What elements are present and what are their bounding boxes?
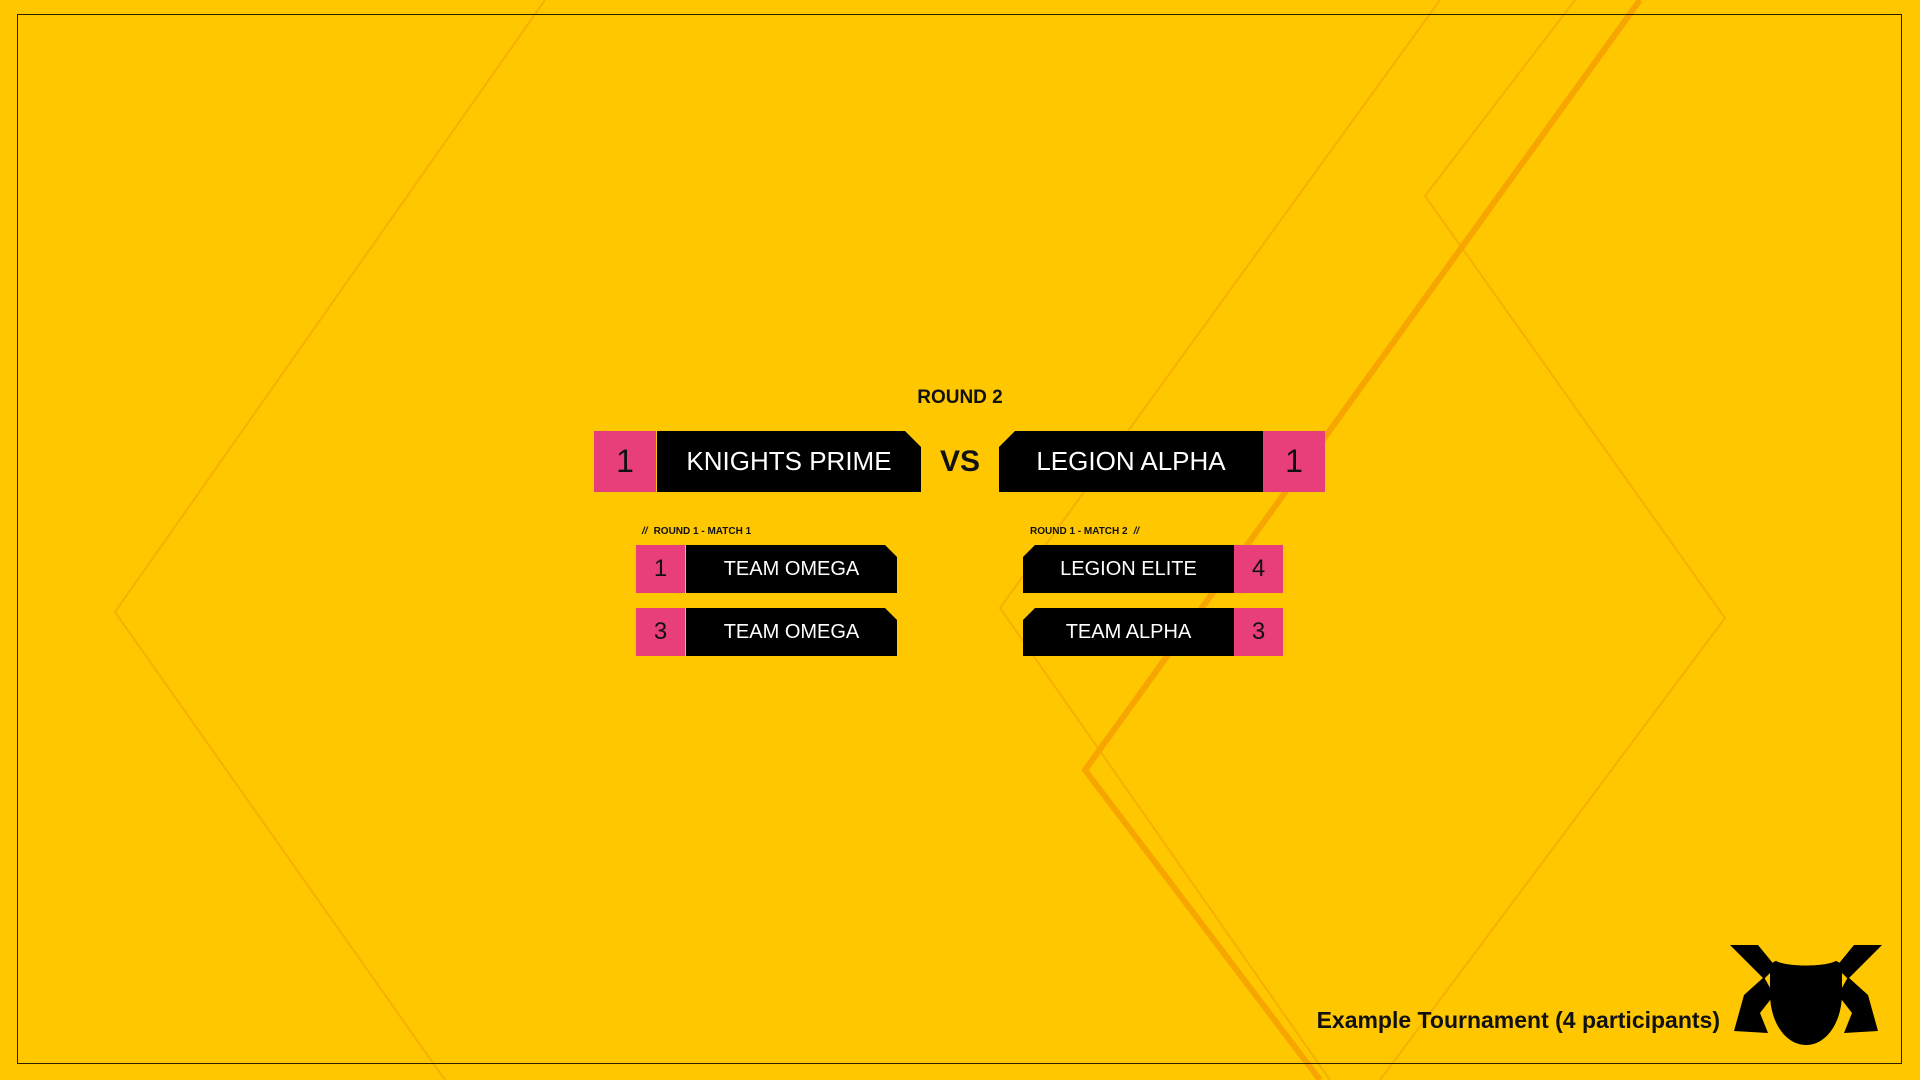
round-title: ROUND 2 (917, 387, 1003, 408)
frame-border (17, 14, 1902, 1064)
match-1-label-text: ROUND 1 - MATCH 1 (653, 526, 752, 537)
slash-divider: // (642, 526, 648, 537)
match-2-row-2-score: 3 (1234, 608, 1283, 656)
match-1-row-1-team[interactable]: TEAM OMEGA (686, 545, 897, 593)
horned-helmet-logo-icon (1730, 945, 1882, 1045)
match-1-row-2-score: 3 (636, 608, 685, 656)
match-2-row-2-team[interactable]: TEAM ALPHA (1023, 608, 1234, 656)
match-2-label: ROUND 1 - MATCH 2 // (1030, 526, 1145, 537)
slash-divider: // (1133, 526, 1140, 537)
match-2-row-1-score: 4 (1234, 545, 1283, 593)
match-1-row-2-team[interactable]: TEAM OMEGA (686, 608, 897, 656)
final-right-team[interactable]: LEGION ALPHA (999, 431, 1263, 492)
match-1-row-1-score: 1 (636, 545, 685, 593)
final-left-team[interactable]: KNIGHTS PRIME (657, 431, 921, 492)
match-1-label: // ROUND 1 - MATCH 1 (636, 526, 751, 537)
vs-label: VS (939, 444, 981, 478)
final-right-score: 1 (1263, 431, 1325, 492)
match-2-row-1-team[interactable]: LEGION ELITE (1023, 545, 1234, 593)
tournament-name: Example Tournament (4 participants) (1316, 1007, 1720, 1033)
final-left-score: 1 (594, 431, 656, 492)
match-2-label-text: ROUND 1 - MATCH 2 (1030, 526, 1128, 537)
